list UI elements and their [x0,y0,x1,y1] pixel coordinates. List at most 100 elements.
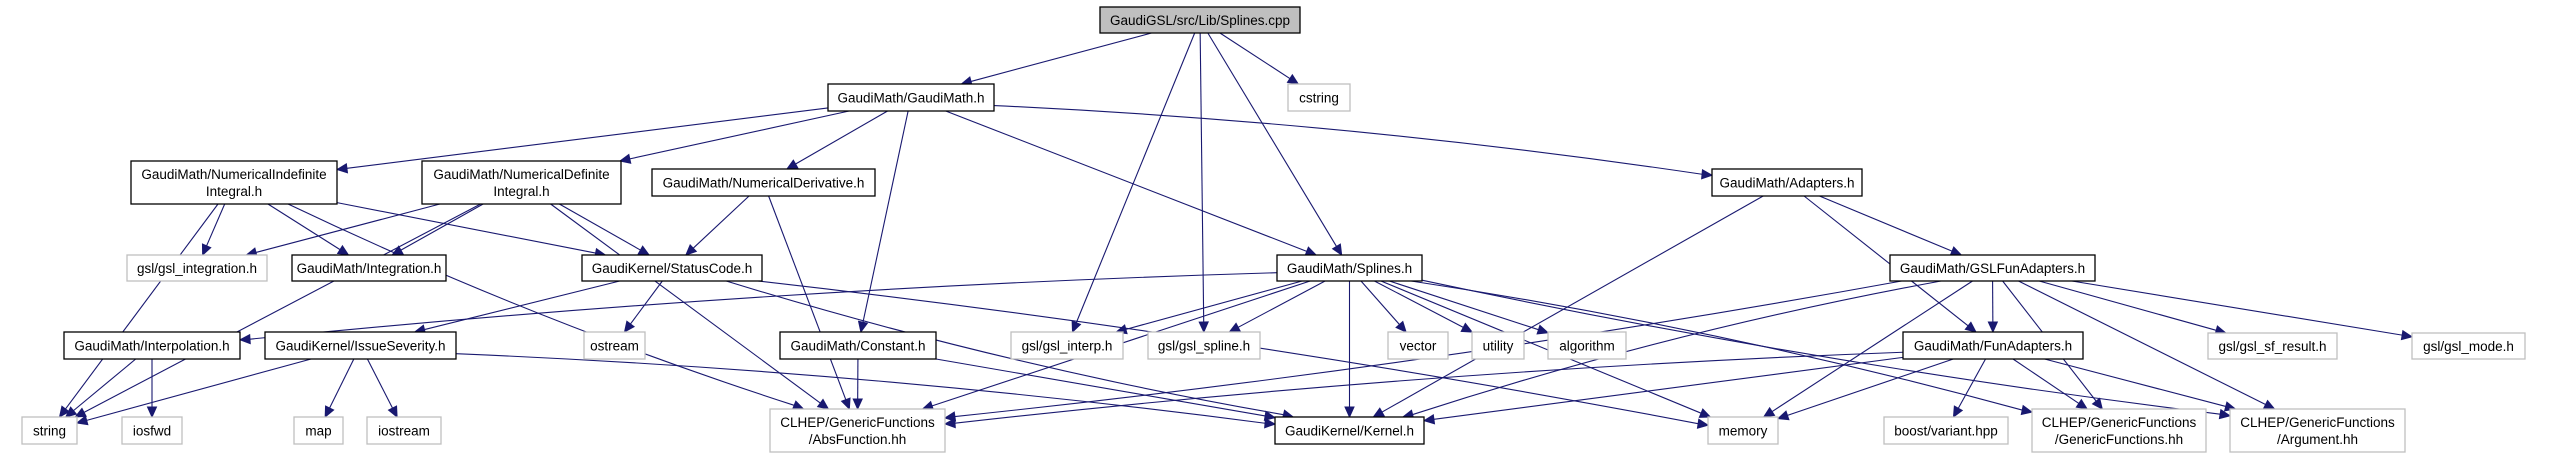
node-label: GaudiKernel/Kernel.h [1285,424,1414,439]
node-adapters[interactable]: GaudiMath/Adapters.h [1711,168,1863,197]
edge-line [630,280,663,325]
edge-splines-to-kernel [1344,281,1355,419]
node-box[interactable] [63,331,241,360]
arrowhead-icon [1536,324,1550,335]
arrowhead-icon [943,417,956,429]
edges-layer [58,32,2414,429]
node-label: GaudiMath/Constant.h [790,339,925,354]
node-label: GaudiMath/GSLFunAdapters.h [1900,261,2085,276]
node-label: CLHEP/GenericFunctions [2042,415,2197,430]
node-box [2031,408,2207,453]
arrowhead-icon [618,153,632,164]
edge-numdef-to-string [74,203,481,418]
node-box [21,416,78,445]
node-box[interactable] [651,168,876,197]
edge-line [550,203,821,404]
node-label: GaudiGSL/src/Lib/Splines.cpp [1110,13,1290,28]
edge-root-to-gaudimath [960,32,1152,87]
arrowhead-icon [146,406,158,419]
node-gslsfresult: gsl/gsl_sf_result.h [2207,332,2338,360]
arrowhead-icon [74,407,87,418]
arrowhead-icon [1372,407,1386,418]
node-numderiv[interactable]: GaudiMath/NumericalDerivative.h [651,168,876,197]
node-box[interactable] [581,254,763,282]
node-box[interactable] [779,331,937,360]
node-genericfunctions: CLHEP/GenericFunctions/GenericFunctions.… [2031,408,2207,453]
node-label: GaudiMath/GaudiMath.h [837,91,984,106]
node-iostream: iostream [366,416,442,445]
edge-funadapters-to-genericfunctions [2012,358,2089,410]
edge-line [2039,280,2217,331]
node-gslspline: gsl/gsl_spline.h [1147,331,1261,360]
node-label: /AbsFunction.hh [809,432,907,447]
node-label: GaudiMath/Integration.h [297,261,442,276]
node-gslfunadapters[interactable]: GaudiMath/GSLFunAdapters.h [1889,254,2096,282]
node-label: gsl/gsl_sf_result.h [2218,339,2326,354]
node-box[interactable] [1889,254,2096,282]
edge-line [83,203,481,413]
node-label: iostream [378,424,430,439]
node-label: CLHEP/GenericFunctions [780,415,935,430]
edge-line [65,203,219,410]
node-statuscode[interactable]: GaudiKernel/StatusCode.h [581,254,763,282]
node-box[interactable] [130,160,338,205]
edge-line [768,195,847,400]
node-splines[interactable]: GaudiMath/Splines.h [1276,254,1423,282]
edge-root-to-gslspline [1198,32,1209,334]
node-kernel[interactable]: GaudiKernel/Kernel.h [1274,416,1425,445]
edge-root-to-splines [1207,32,1343,257]
node-label: memory [1719,424,1768,439]
node-box[interactable] [827,83,995,112]
arrowhead-icon [791,400,805,411]
node-issueseverity[interactable]: GaudiKernel/IssueSeverity.h [264,331,457,360]
edge-numdef-to-integration [391,203,484,256]
arrowhead-icon [201,243,212,257]
edge-line [1381,195,1764,413]
edge-gaudimath-to-numdef [618,110,850,164]
node-box[interactable] [264,331,457,360]
arrowhead-icon [1422,414,1436,425]
node-interpolation[interactable]: GaudiMath/Interpolation.h [63,331,241,360]
edge-numindef-to-integration [267,203,350,256]
node-integration[interactable]: GaudiMath/Integration.h [291,254,447,282]
node-ostream: ostream [583,331,646,360]
node-box [583,331,646,360]
arrowhead-icon [623,320,636,333]
arrowhead-icon [387,405,398,419]
node-algorithm: algorithm [1547,331,1627,360]
edge-statuscode-to-issueseverity [413,280,620,335]
node-box[interactable] [1902,331,2084,360]
node-label: vector [1400,339,1437,354]
arrowhead-icon [1776,410,1790,421]
node-box[interactable] [421,160,622,205]
arrowhead-icon [1228,322,1242,333]
arrowhead-icon [1952,405,1964,419]
edge-line [424,280,620,331]
edge-line [795,110,888,165]
edge-line [1360,280,1400,325]
edge-line [2018,280,2266,406]
node-constant[interactable]: GaudiMath/Constant.h [779,331,937,360]
edge-adapters-to-gslfunadapters [1819,195,1963,256]
edge-line [267,203,341,251]
edge-splines-to-gslinterp [1115,280,1303,335]
edge-line [1957,358,1987,409]
node-gaudimath[interactable]: GaudiMath/GaudiMath.h [827,83,995,112]
node-gslinterp: gsl/gsl_interp.h [1010,331,1124,360]
node-label: iosfwd [133,424,171,439]
node-box[interactable] [291,254,447,282]
node-box[interactable] [1711,168,1863,197]
node-box[interactable] [1274,416,1425,445]
edge-constant-to-absfunction [852,358,863,411]
node-label: ostream [590,339,639,354]
node-box [2411,332,2526,360]
edge-line [954,351,1904,424]
edge-gslfunadapters-to-memory [1762,280,1973,418]
arrowhead-icon [1304,246,1318,257]
node-funadapters[interactable]: GaudiMath/FunAdapters.h [1902,331,2084,360]
node-root[interactable]: GaudiGSL/src/Lib/Splines.cpp [1099,6,1301,34]
node-box[interactable] [1276,254,1423,282]
node-box[interactable] [1099,6,1301,34]
